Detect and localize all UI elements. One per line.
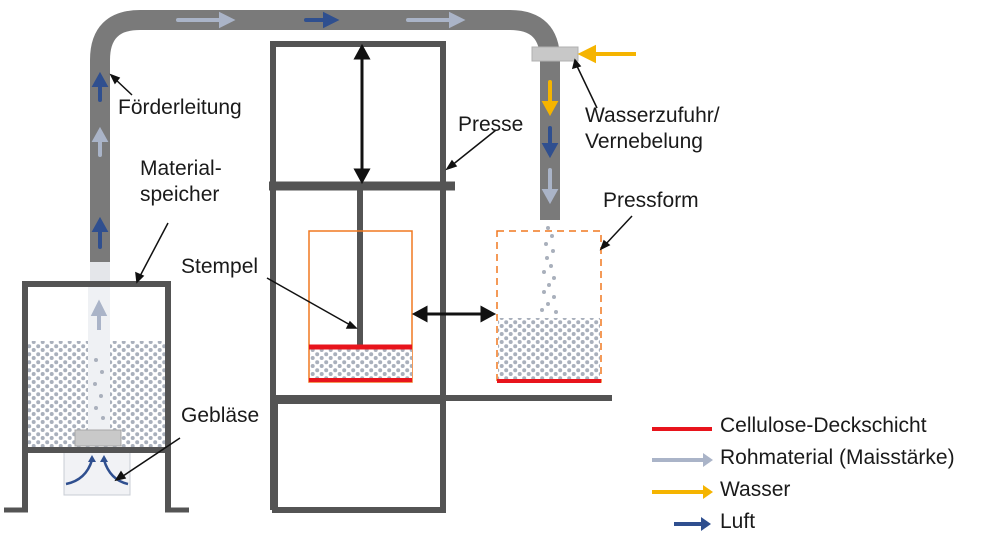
water-inlet-arrow <box>577 44 636 64</box>
rohmaterial-arrow <box>541 168 559 205</box>
legend-swatch-luft <box>674 522 702 526</box>
legend-label-rohmaterial: Rohmaterial (Maisstärke) <box>720 446 955 469</box>
luft-arrow <box>91 71 109 102</box>
legend-label-cellulose: Cellulose-Deckschicht <box>720 414 927 437</box>
label-materialspeicher: Material- speicher <box>140 157 222 207</box>
legend-arrowhead-luft <box>701 517 711 531</box>
spray-granules <box>540 226 558 314</box>
press-mold <box>308 230 413 383</box>
legend-swatch-cellulose <box>652 427 712 431</box>
label-foerderleitung: Förderleitung <box>118 96 242 119</box>
rohmaterial-arrow <box>406 11 466 29</box>
material-storage <box>4 281 189 513</box>
press-frame <box>269 41 612 513</box>
luft-arrow <box>91 216 109 249</box>
legend-arrowhead-wasser <box>703 485 713 499</box>
luft-arrow <box>304 11 340 29</box>
label-presse: Presse <box>458 113 524 136</box>
legend-label-wasser: Wasser <box>720 478 791 501</box>
luft-arrow <box>541 126 559 159</box>
label-pointers <box>109 58 633 482</box>
pressform <box>496 230 602 383</box>
label-geblaese: Gebläse <box>181 404 260 427</box>
legend-label-luft: Luft <box>720 510 756 533</box>
label-wasserzufuhr: Wasserzufuhr/ Vernebelung <box>585 104 720 154</box>
legend-swatch-rohmaterial <box>652 458 704 462</box>
rohmaterial-arrow <box>176 11 236 29</box>
mold-shift-arrow <box>411 305 497 323</box>
rohmaterial-arrow <box>91 126 109 157</box>
legend-swatch-wasser <box>652 490 704 494</box>
label-stempel: Stempel <box>181 255 259 278</box>
rohmaterial-arrow <box>90 299 108 330</box>
legend: Cellulose-Deckschicht Rohmaterial (Maiss… <box>650 410 1000 546</box>
wasser-arrow <box>541 80 559 117</box>
conveyor-pipe <box>90 10 560 284</box>
label-pressform: Pressform <box>603 189 699 212</box>
water-nozzle <box>531 46 579 62</box>
pipe-flow-arrows <box>91 11 559 249</box>
legend-arrowhead-rohmaterial <box>703 453 713 467</box>
